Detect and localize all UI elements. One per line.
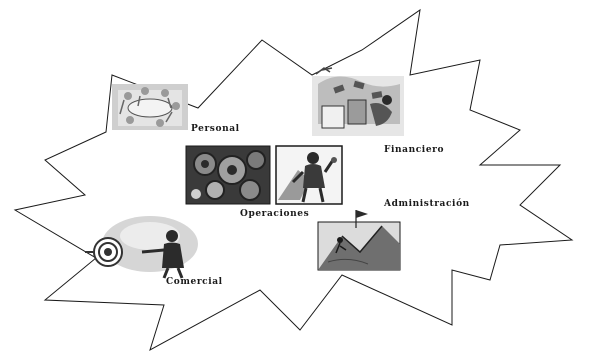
label-financiero: Financiero bbox=[384, 145, 444, 155]
worker-figure-icon bbox=[276, 146, 342, 204]
label-operaciones: Operaciones bbox=[240, 209, 309, 219]
climbing-goal-flag-icon bbox=[318, 210, 400, 270]
meeting-people-icon bbox=[112, 84, 188, 130]
machinery-gears-icon bbox=[186, 146, 270, 204]
label-personal: Personal bbox=[191, 124, 240, 134]
label-administracion: Administración bbox=[384, 199, 470, 209]
salesman-target-icon bbox=[85, 216, 198, 278]
money-flow-icon bbox=[312, 68, 404, 136]
label-comercial: Comercial bbox=[166, 277, 223, 287]
